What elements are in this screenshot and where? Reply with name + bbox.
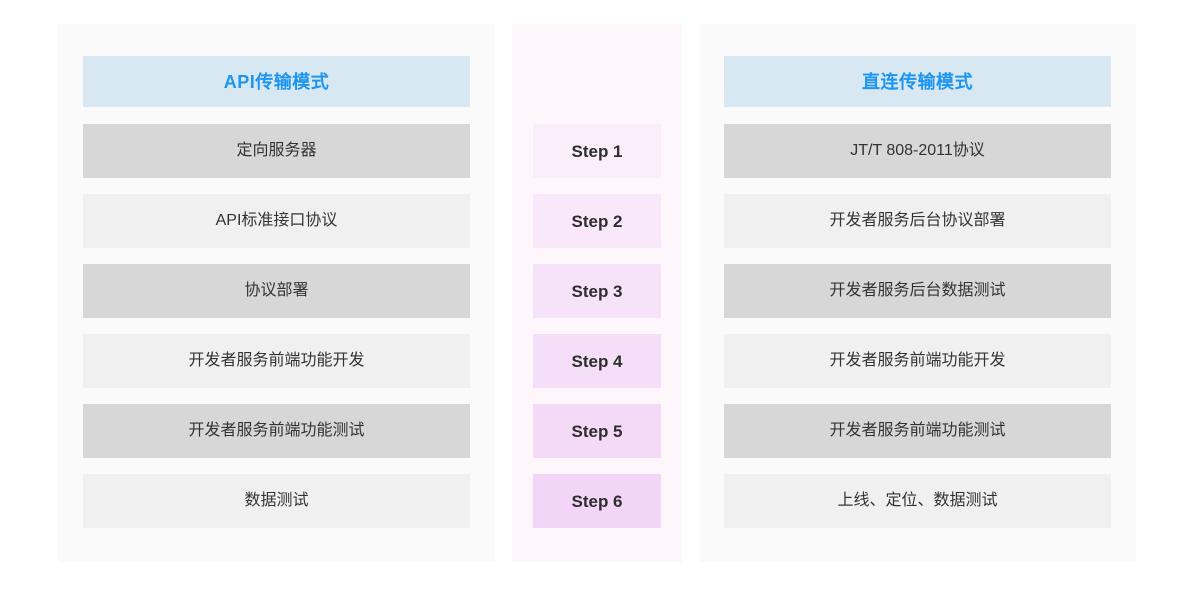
column-stack-left: API传输模式 定向服务器 API标准接口协议 协议部署 开发者服务前端功能开发… [83,56,470,528]
process-step-row: 数据测试 [83,474,470,528]
process-step-row: JT/T 808-2011协议 [724,124,1111,178]
process-step-row: 开发者服务前端功能测试 [724,404,1111,458]
process-step-label: JT/T 808-2011协议 [850,142,985,159]
step-badge: Step 4 [533,334,661,388]
process-step-label: 数据测试 [244,492,309,509]
process-step-row: 协议部署 [83,264,470,318]
step-badge-label: Step 3 [571,281,623,301]
step-badge: Step 5 [533,404,661,458]
column-stack-right: 直连传输模式 JT/T 808-2011协议 开发者服务后台协议部署 开发者服务… [724,56,1111,528]
step-badge-label: Step 5 [571,421,623,441]
step-badge: Step 1 [533,124,661,178]
process-step-label: 协议部署 [244,282,309,299]
process-step-row: 上线、定位、数据测试 [724,474,1111,528]
step-badge: Step 2 [533,194,661,248]
process-step-label: 开发者服务前端功能开发 [188,352,365,369]
column-header-api-mode: API传输模式 [83,56,470,107]
step-badge-label: Step 1 [571,141,623,161]
process-step-label: API标准接口协议 [215,212,338,229]
process-step-row: 开发者服务前端功能测试 [83,404,470,458]
step-badge: Step 3 [533,264,661,318]
process-step-row: 定向服务器 [83,124,470,178]
process-step-label: 定向服务器 [236,142,317,159]
column-panel-api-mode: API传输模式 定向服务器 API标准接口协议 协议部署 开发者服务前端功能开发… [58,24,495,562]
process-step-label: 开发者服务后台协议部署 [829,212,1006,229]
step-badge-label: Step 6 [571,491,623,511]
column-panel-steps: Step 1 Step 2 Step 3 Step 4 Step 5 Step … [512,24,682,562]
step-badge-label: Step 2 [571,211,623,231]
process-step-label: 开发者服务前端功能测试 [829,422,1006,439]
process-step-label: 开发者服务后台数据测试 [829,282,1006,299]
process-step-row: 开发者服务前端功能开发 [724,334,1111,388]
process-step-row: API标准接口协议 [83,194,470,248]
column-header-label: 直连传输模式 [862,71,973,92]
process-step-row: 开发者服务前端功能开发 [83,334,470,388]
process-step-row: 开发者服务后台协议部署 [724,194,1111,248]
column-stack-steps: Step 1 Step 2 Step 3 Step 4 Step 5 Step … [533,56,661,528]
process-step-row: 开发者服务后台数据测试 [724,264,1111,318]
process-step-label: 开发者服务前端功能测试 [188,422,365,439]
step-badge: Step 6 [533,474,661,528]
process-step-label: 开发者服务前端功能开发 [829,352,1006,369]
process-step-label: 上线、定位、数据测试 [837,492,998,509]
column-panel-direct-mode: 直连传输模式 JT/T 808-2011协议 开发者服务后台协议部署 开发者服务… [699,24,1136,562]
column-header-direct-mode: 直连传输模式 [724,56,1111,107]
step-badge-label: Step 4 [571,351,623,371]
step-column-header-spacer [533,56,661,107]
column-header-label: API传输模式 [223,71,330,92]
